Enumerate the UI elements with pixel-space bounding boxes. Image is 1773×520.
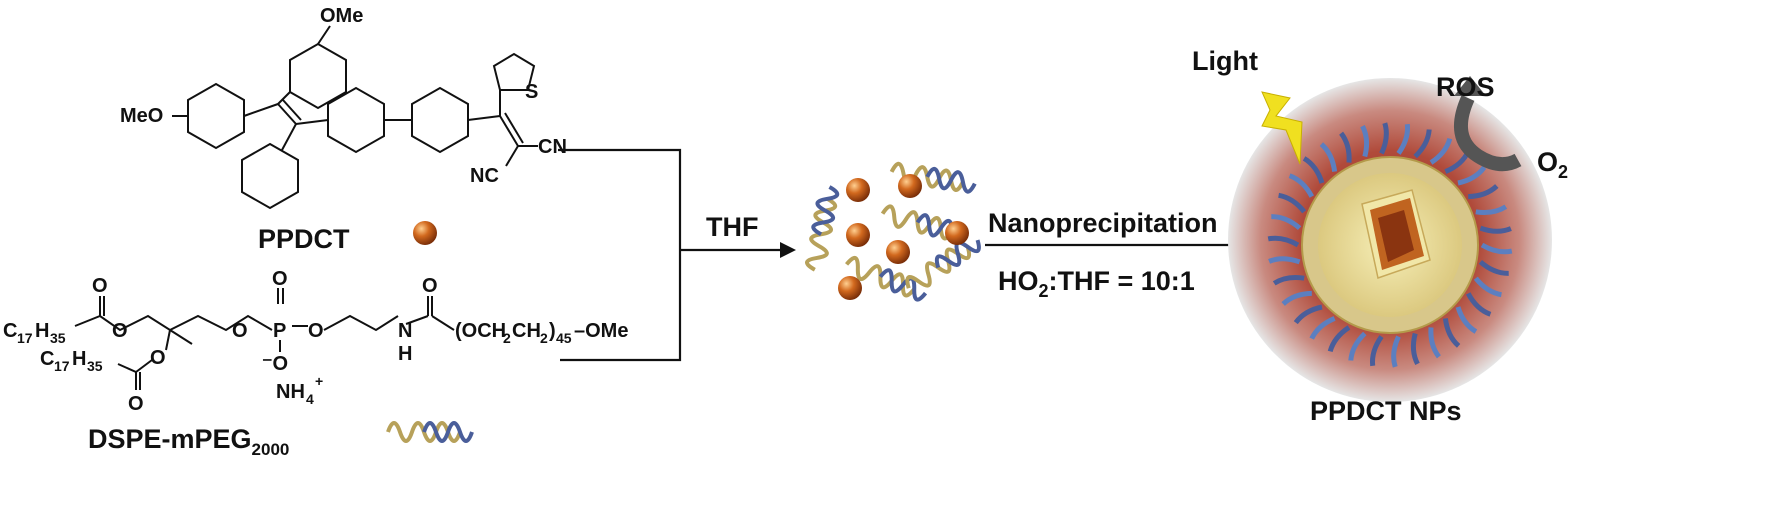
- oxygen-label: O2: [1537, 147, 1568, 182]
- lightning-icon: [1261, 91, 1303, 165]
- peg-chain: [1327, 325, 1351, 353]
- oxygen-label: O: [272, 268, 288, 290]
- nitrile-label: CN: [538, 136, 567, 158]
- peg-chain: [1271, 214, 1302, 231]
- peg-label: (OCH: [455, 320, 506, 342]
- benzene-ring: [411, 86, 469, 154]
- peg-chain: [1455, 306, 1478, 334]
- peg-chain: [1281, 290, 1312, 306]
- peg-chain: [1268, 256, 1301, 265]
- methoxy-label: –OMe: [574, 320, 628, 342]
- peg-chain: [1473, 276, 1502, 298]
- peg-chain: [1475, 204, 1508, 216]
- hydrogen-label: H: [72, 348, 86, 370]
- peg-chain: [1379, 122, 1389, 155]
- subscript: 4: [306, 391, 314, 407]
- ppdct-structure: OMe MeO S CN NC PPDCT: [120, 5, 567, 254]
- carbon-label: C: [40, 348, 54, 370]
- peg-chain: [1267, 235, 1300, 248]
- peg-chain: [1369, 335, 1384, 367]
- method-label: Nanoprecipitation: [988, 208, 1218, 238]
- peg-chain: [1339, 131, 1352, 163]
- methoxy-label: OMe: [320, 5, 363, 27]
- peg-chain: [1396, 123, 1411, 155]
- peg-chain: [1293, 304, 1323, 325]
- subscript: 35: [87, 358, 103, 374]
- subscript: 35: [50, 330, 66, 346]
- sulfur-label: S: [525, 81, 538, 103]
- nitrile-label: NC: [470, 165, 499, 187]
- ammonium-label: NH: [276, 381, 305, 403]
- peg-chain: [1410, 332, 1420, 366]
- superscript: +: [315, 373, 323, 389]
- peg-chain: [1288, 173, 1315, 198]
- nitrogen-label: N: [398, 320, 412, 342]
- peg-label: ): [549, 320, 556, 342]
- phosphorus-label: P: [273, 320, 286, 342]
- peg-chain: [1348, 331, 1367, 361]
- ratio-label: HO2:THF = 10:1: [998, 266, 1195, 301]
- peg-chain: [1480, 242, 1513, 255]
- nanoparticle: [1228, 76, 1552, 402]
- oxygen-anion-label: ⁻O: [262, 353, 288, 375]
- subscript: 45: [556, 330, 572, 346]
- peg-chain: [1278, 192, 1307, 214]
- solvent-label: THF: [706, 212, 758, 242]
- oxygen-label: O: [92, 275, 108, 297]
- oxygen-label: O: [128, 393, 144, 415]
- peg-chain: [1479, 225, 1512, 234]
- oxygen-label: O: [422, 275, 438, 297]
- subscript: 17: [17, 330, 33, 346]
- arrowhead-icon: [1454, 76, 1486, 96]
- oxygen-label: O: [232, 320, 248, 342]
- peg-chain: [1478, 259, 1509, 276]
- connector-lines: [558, 148, 796, 362]
- peg-chain: [1442, 318, 1461, 348]
- benzene-ring: [241, 142, 299, 210]
- peg-label: CH: [512, 320, 541, 342]
- peg-chain: [1319, 142, 1338, 172]
- dspe-name: DSPE-mPEG2000: [88, 424, 289, 459]
- light-label: Light: [1192, 46, 1258, 76]
- arrowhead-icon: [780, 242, 796, 258]
- peg-chain: [1468, 184, 1499, 200]
- hydrogen-label: H: [35, 320, 49, 342]
- peg-chain: [1428, 327, 1441, 359]
- ppdct-sphere-icon: [413, 221, 437, 245]
- mixture-cluster: [803, 160, 985, 304]
- benzene-ring: [289, 42, 347, 110]
- thiophene-ring: [492, 52, 536, 91]
- peg-brush: [1267, 122, 1513, 368]
- dspe-structure: C 17 H 35 C 17 H 35 O O O O O O P O ⁻O N…: [3, 268, 628, 459]
- methoxy-label: MeO: [120, 105, 163, 127]
- peg-chain: [1413, 129, 1432, 159]
- benzene-ring: [187, 82, 245, 150]
- carbon-label: C: [3, 320, 17, 342]
- subscript: 2: [503, 330, 511, 346]
- peg-chain: [1309, 316, 1336, 340]
- subscript: 17: [54, 358, 70, 374]
- nanoparticle-name: PPDCT NPs: [1310, 396, 1462, 426]
- benzene-ring: [327, 86, 385, 154]
- subscript: 2: [540, 330, 548, 346]
- oxygen-label: O: [150, 347, 166, 369]
- peg-chain: [1457, 165, 1487, 186]
- peg-chain: [1360, 124, 1370, 158]
- oxygen-label: O: [112, 320, 128, 342]
- peg-chain: [1391, 335, 1401, 368]
- ros-cycle-arrow: [1454, 95, 1522, 172]
- dspe-coil-icon: [386, 421, 474, 443]
- ros-label: ROS: [1436, 72, 1495, 102]
- peg-chain: [1429, 137, 1453, 165]
- peg-chain: [1465, 292, 1492, 317]
- peg-chain: [1272, 274, 1305, 286]
- hydrogen-label: H: [398, 343, 412, 365]
- oxygen-label: O: [308, 320, 324, 342]
- peg-chain: [1302, 156, 1325, 184]
- ppdct-name: PPDCT: [258, 224, 350, 254]
